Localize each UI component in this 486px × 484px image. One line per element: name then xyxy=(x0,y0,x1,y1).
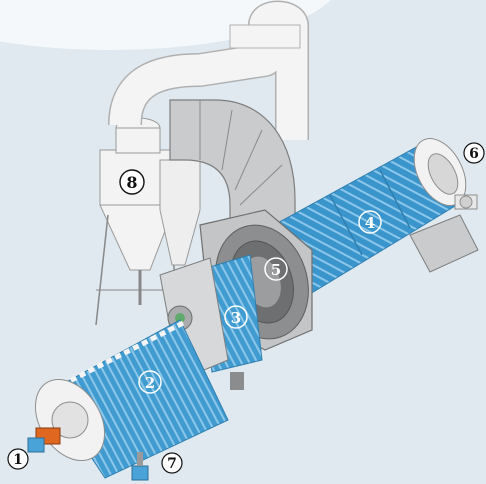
callout-3: 3 xyxy=(224,305,248,329)
exhaust-elbow-duct xyxy=(169,99,296,226)
svg-text:1: 1 xyxy=(13,452,23,468)
cyclone-separator xyxy=(95,117,181,326)
callout-6: 6 xyxy=(463,142,485,164)
svg-text:8: 8 xyxy=(126,173,137,192)
svg-text:4: 4 xyxy=(365,214,375,232)
discharge-fan xyxy=(131,452,149,481)
callout-2: 2 xyxy=(138,370,162,394)
burner xyxy=(27,427,61,453)
callout-4: 4 xyxy=(358,210,382,234)
callout-7: 7 xyxy=(161,452,183,474)
drive-unit xyxy=(454,194,478,210)
svg-text:7: 7 xyxy=(167,456,177,472)
callout-8: 8 xyxy=(119,169,145,195)
callout-5: 5 xyxy=(264,257,288,281)
svg-text:2: 2 xyxy=(145,374,155,392)
svg-text:3: 3 xyxy=(231,309,241,327)
svg-text:6: 6 xyxy=(469,146,479,162)
second-cyclone xyxy=(159,159,201,266)
callout-1: 1 xyxy=(7,448,29,470)
drum-support-base xyxy=(409,214,479,273)
background-blob xyxy=(0,0,331,50)
svg-text:5: 5 xyxy=(271,261,281,279)
overhead-duct xyxy=(108,0,309,140)
